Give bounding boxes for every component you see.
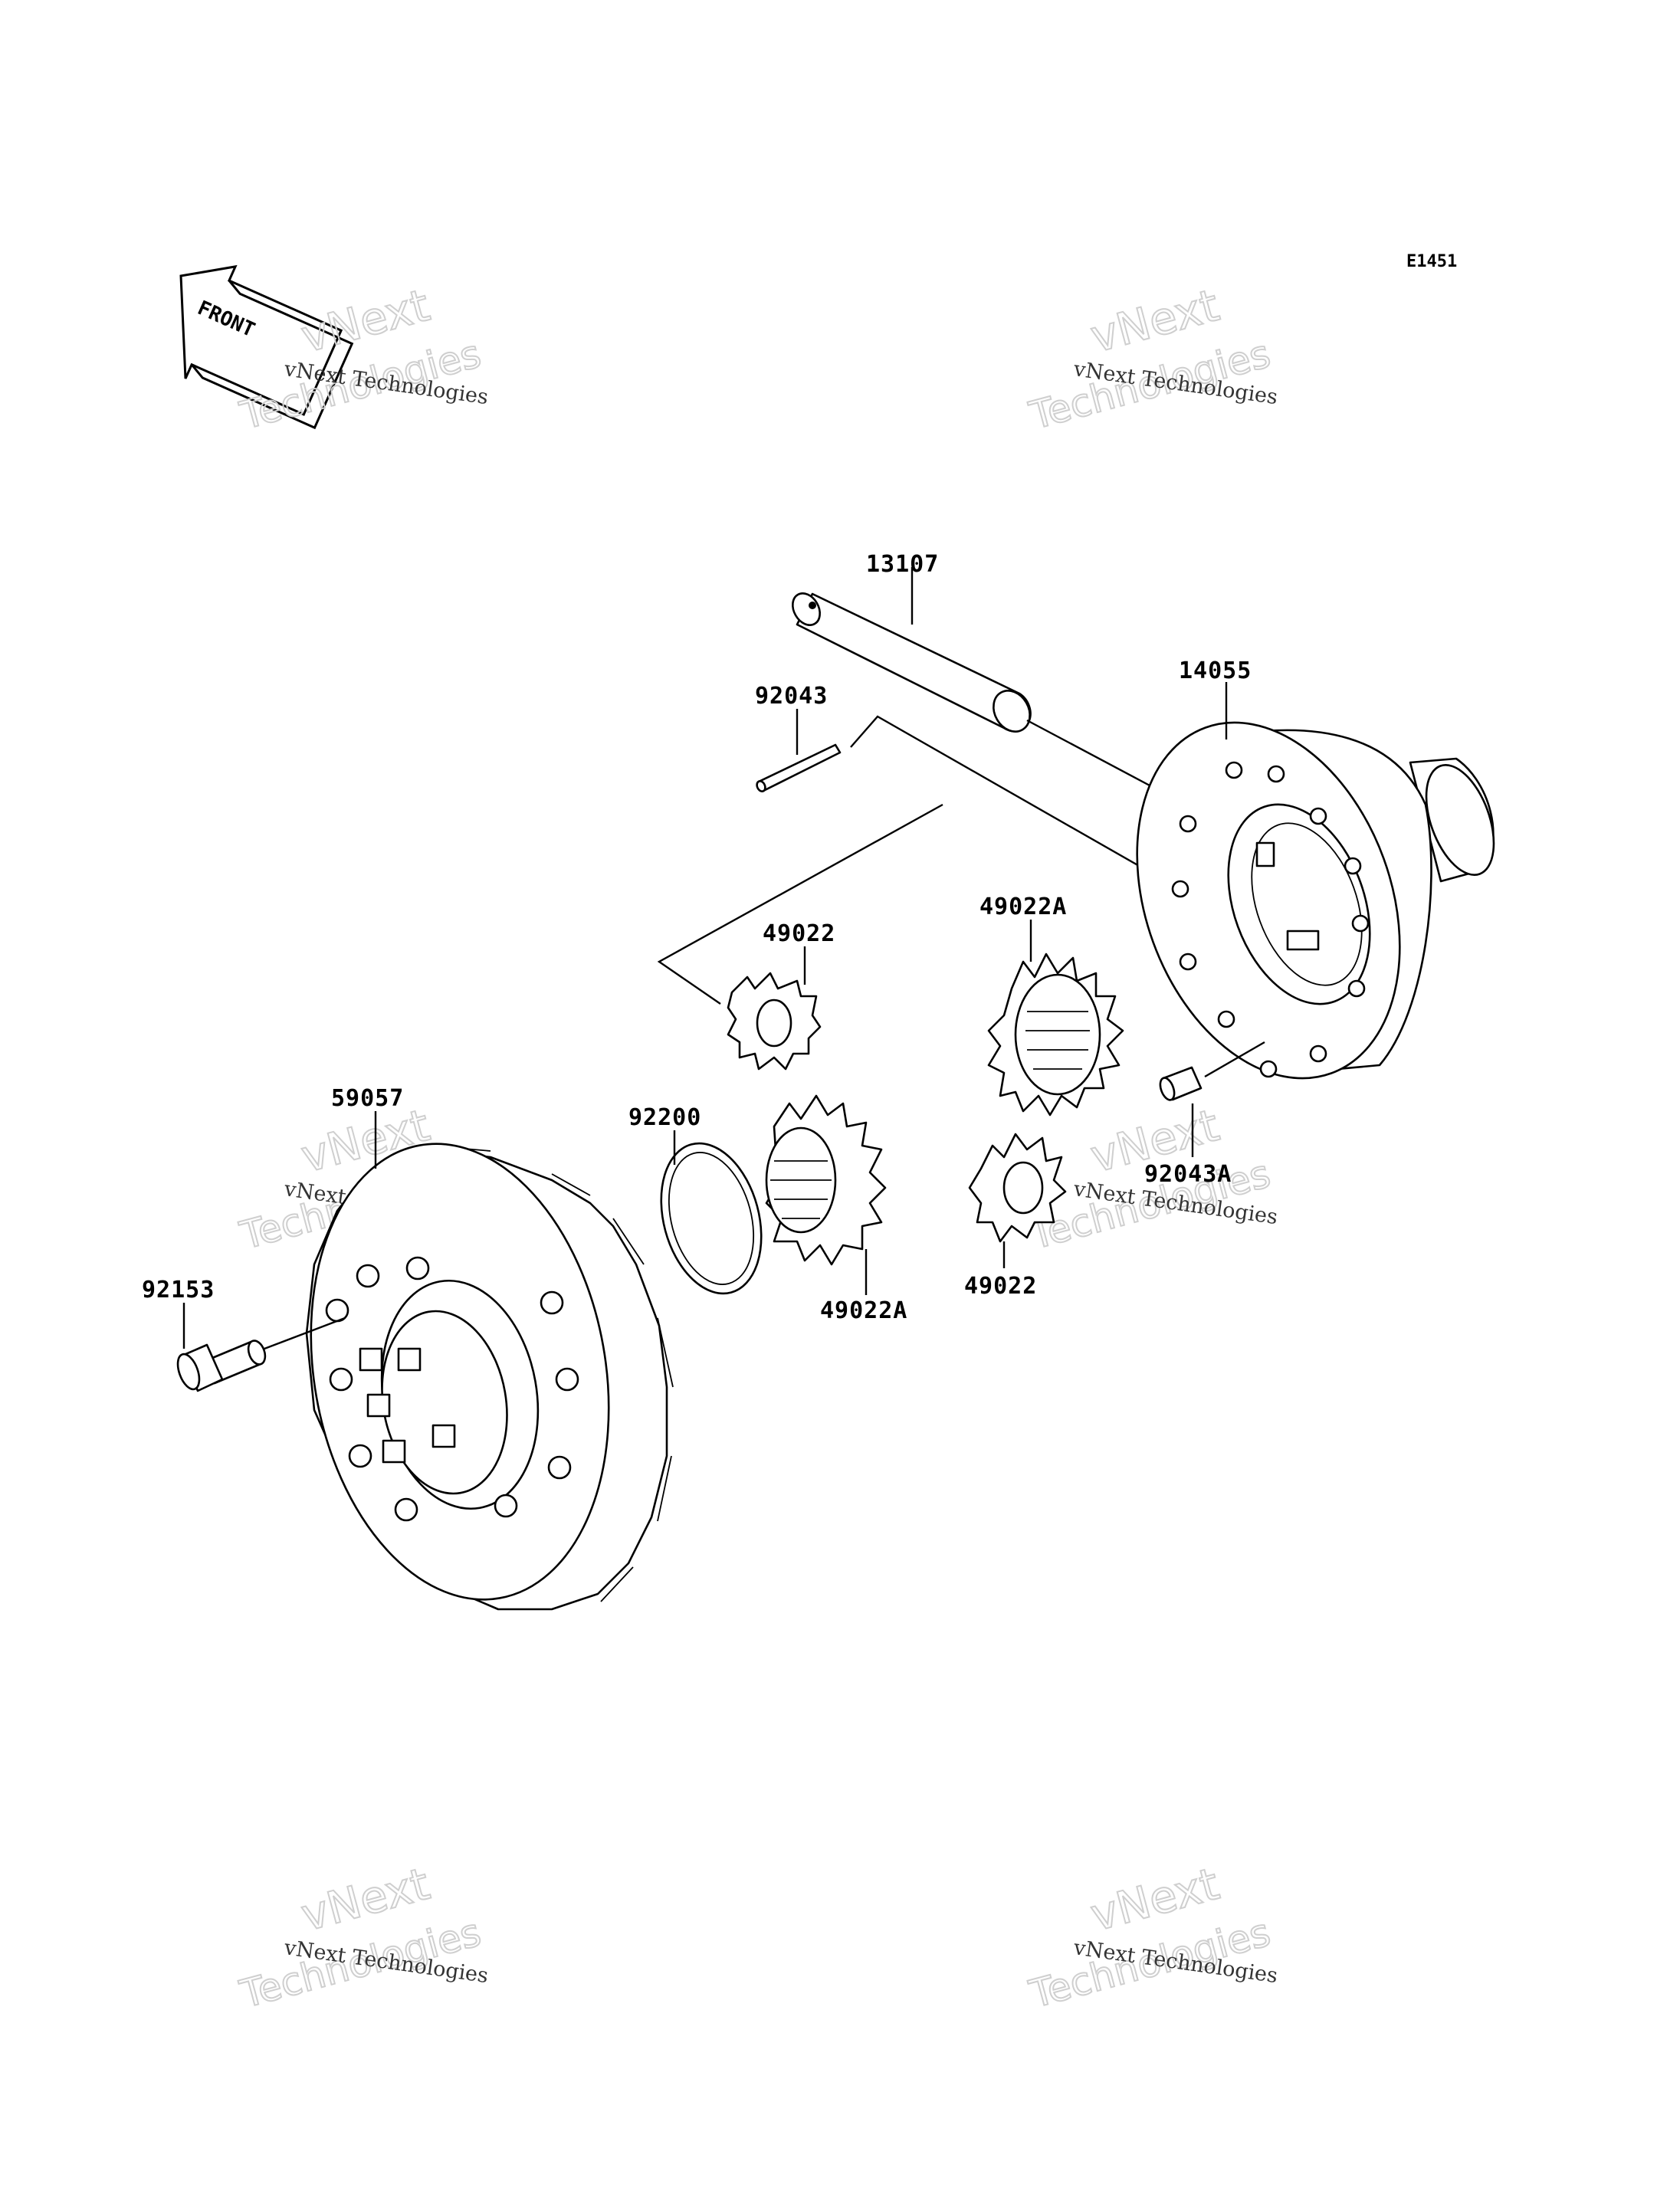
part-label-14055: 14055 — [1179, 657, 1252, 684]
part-label-49022-lower: 49022 — [964, 1273, 1037, 1300]
part-label-92043: 92043 — [755, 683, 828, 710]
side-gear-49022A-right — [987, 953, 1124, 1117]
part-label-13107: 13107 — [866, 551, 939, 578]
diagram-code: E1451 — [1406, 252, 1457, 271]
washer-92200 — [660, 1142, 763, 1295]
part-label-92200: 92200 — [628, 1104, 701, 1131]
part-label-49022-upper: 49022 — [763, 920, 835, 947]
part-label-92043A: 92043A — [1144, 1161, 1232, 1188]
pin-92043 — [756, 743, 842, 792]
part-label-49022A-left: 49022A — [820, 1297, 907, 1324]
dowel-pin-92043A — [1159, 1066, 1203, 1101]
leader-92043A-to-case — [1204, 1041, 1265, 1078]
watermark-bottom-left: vNext Technologies vNext Technologies — [235, 1857, 490, 2018]
pinion-gear-49022-upper — [727, 972, 822, 1071]
shaft-13107 — [792, 592, 1032, 733]
part-label-49022A-right: 49022A — [979, 894, 1067, 920]
part-label-92153: 92153 — [142, 1277, 215, 1303]
part-label-59057: 59057 — [331, 1085, 404, 1112]
ring-gear-59057 — [305, 1143, 674, 1611]
leader-13107-to-case — [1026, 719, 1150, 787]
watermark-bottom-right: vNext Technologies vNext Technologies — [1024, 1857, 1279, 2018]
watermark-top-right: vNext Technologies vNext Technologies — [1024, 278, 1279, 439]
front-arrow-icon — [179, 264, 354, 430]
bolt-92153 — [176, 1340, 267, 1392]
leader-49022-group — [657, 803, 943, 1005]
pinion-gear-49022-lower — [968, 1133, 1067, 1243]
differential-case-14055 — [1136, 721, 1495, 1080]
leader-92153-to-gear — [264, 1317, 346, 1350]
side-gear-49022A-left — [765, 1094, 887, 1266]
